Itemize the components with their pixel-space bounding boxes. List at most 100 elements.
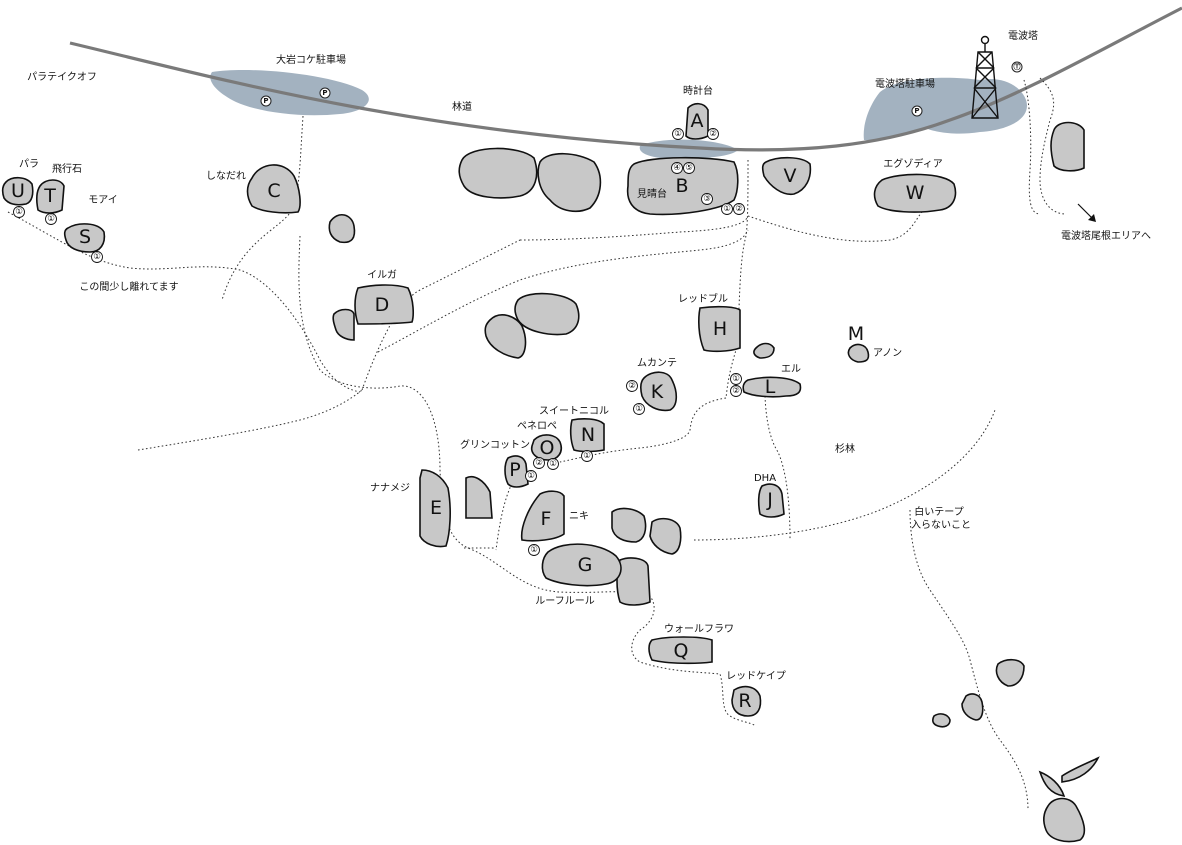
problem-number: ①	[527, 471, 535, 481]
boulder-m-name: アノン	[873, 348, 902, 359]
boulder-o-letter: O	[540, 437, 555, 459]
boulder-f-letter: F	[541, 508, 552, 530]
problem-number: ②	[709, 129, 717, 139]
boulder-k-name: ムカンテ	[637, 357, 677, 369]
tower-ridge-label: 電波塔尾根エリアへ	[1061, 229, 1151, 242]
problem-number: ①	[583, 451, 591, 461]
boulder-k-letter: K	[651, 381, 664, 403]
boulder-m-letter: M	[848, 323, 864, 345]
boulder-g[interactable]	[541, 543, 622, 587]
boulder-r-name: レッドケイプ	[726, 670, 786, 682]
boulder-r-letter: R	[738, 690, 751, 712]
boulder-w-name: エグゾディア	[883, 157, 942, 170]
boulder-a-name: 時計台	[683, 84, 713, 97]
boulder-c[interactable]	[246, 164, 301, 214]
boulder-unlabeled	[932, 713, 951, 728]
forest-road	[69, 6, 1182, 152]
boulder-unlabeled	[961, 693, 984, 721]
boulder-e[interactable]	[419, 469, 451, 548]
boulder-q[interactable]	[648, 636, 713, 665]
boulder-k[interactable]	[639, 371, 678, 412]
boulder-a-letter: A	[691, 110, 704, 132]
problem-number: ①	[93, 252, 101, 262]
boulder-n-letter: N	[581, 424, 595, 446]
boulder-j-letter: J	[766, 489, 773, 511]
tower-parking-area	[863, 77, 1027, 141]
boulder-s[interactable]	[63, 223, 106, 253]
boulder-unlabeled	[458, 147, 538, 199]
labeled-boulders: A 時計台 B 見晴台 C しなだれ D イルガ E ナナメジ F ニキ G ル…	[1, 84, 957, 717]
boulder-w[interactable]	[873, 173, 957, 213]
boulder-s-name: モアイ	[88, 195, 118, 206]
boulder-l[interactable]	[742, 376, 802, 398]
boulder-j[interactable]	[757, 483, 785, 518]
boulder-j-name: DHA	[754, 473, 776, 484]
boulder-n-name: スイートニコル	[539, 406, 609, 417]
boulder-u-name: パラ	[19, 158, 39, 170]
boulder-r[interactable]	[731, 685, 762, 717]
place-labels: 林道 大岩コケ駐車場 電波塔駐車場 電波塔 パラテイクオフ 電波塔尾根エリアへ …	[27, 29, 1151, 531]
problem-number: ④	[673, 163, 681, 173]
boulder-unlabeled	[611, 507, 647, 543]
arrow-icon	[1077, 203, 1096, 222]
problem-number: ②	[628, 381, 636, 391]
boulder-f[interactable]	[520, 490, 565, 542]
boulder-unlabeled	[1050, 121, 1085, 172]
boulder-b-name: 見晴台	[637, 187, 667, 200]
problem-number: ①	[549, 459, 557, 469]
problem-number: ②	[735, 204, 743, 214]
boulder-unlabeled	[465, 476, 493, 519]
boulder-o-name: ペネロペ	[517, 420, 557, 432]
problem-number: ⑤	[685, 163, 693, 173]
parking-oiwa-label: 大岩コケ駐車場	[276, 53, 346, 66]
parking-tower-label: 電波塔駐車場	[875, 77, 935, 90]
boulder-unlabeled	[1043, 797, 1086, 843]
white-tape-label-1: 白いテープ	[914, 505, 963, 518]
problem-number: ②	[732, 386, 740, 396]
boulder-unlabeled	[616, 557, 651, 606]
boulder-o[interactable]	[530, 434, 563, 461]
boulder-m[interactable]	[847, 343, 870, 363]
boulder-s-letter: S	[79, 226, 91, 248]
boulder-u-letter: U	[11, 180, 25, 202]
boulder-b-letter: B	[675, 175, 688, 197]
boulder-q-name: ウォールフラワ	[664, 623, 734, 635]
tower-symbol-icon: Ⓣ	[1014, 62, 1021, 71]
road-label: 林道	[452, 100, 472, 113]
boulder-u[interactable]	[1, 176, 34, 206]
problem-markers: ① ② ④ ⑤ ③ ① ② ① ① ① ② ① ① ② ① ② ① ① ①	[13, 128, 745, 556]
problem-number: ①	[732, 374, 740, 384]
boulder-h-name: レッドブル	[678, 292, 728, 305]
boulder-unlabeled	[753, 342, 775, 359]
boulder-h[interactable]	[698, 305, 741, 353]
boulder-t[interactable]	[35, 179, 65, 214]
boulder-p[interactable]	[504, 455, 529, 488]
boulder-d-letter: D	[375, 294, 390, 316]
boulder-p-letter: P	[509, 459, 520, 481]
boulder-v[interactable]	[761, 156, 812, 196]
problem-number: ③	[703, 194, 711, 204]
boulder-unlabeled	[1038, 770, 1066, 797]
paradise-off-label: パラテイクオフ	[27, 71, 97, 83]
unlabeled-boulders	[328, 121, 1100, 843]
boulder-l-name: エル	[781, 364, 801, 375]
boulder-d[interactable]	[354, 284, 414, 325]
problem-number: ①	[15, 207, 23, 217]
boulder-w-letter: W	[906, 182, 925, 204]
parking-icon: P	[914, 107, 919, 115]
boulder-g-letter: G	[578, 554, 593, 576]
boulder-t-name: 飛行石	[52, 162, 82, 175]
distance-note-label: この間少し離れてます	[79, 280, 178, 293]
boulder-c-name: しなだれ	[206, 170, 246, 182]
problem-number: ①	[674, 129, 682, 139]
boulder-d-name: イルガ	[367, 269, 397, 281]
boulder-v-letter: V	[784, 165, 797, 187]
boulder-p-name: グリンコットン	[460, 438, 530, 451]
boulder-unlabeled	[328, 214, 356, 244]
boulder-g-name: ルーフルール	[535, 596, 594, 607]
problem-number: ①	[530, 545, 538, 555]
boulder-unlabeled	[514, 292, 580, 336]
boulder-unlabeled	[649, 517, 682, 555]
boulder-unlabeled	[1061, 756, 1100, 783]
